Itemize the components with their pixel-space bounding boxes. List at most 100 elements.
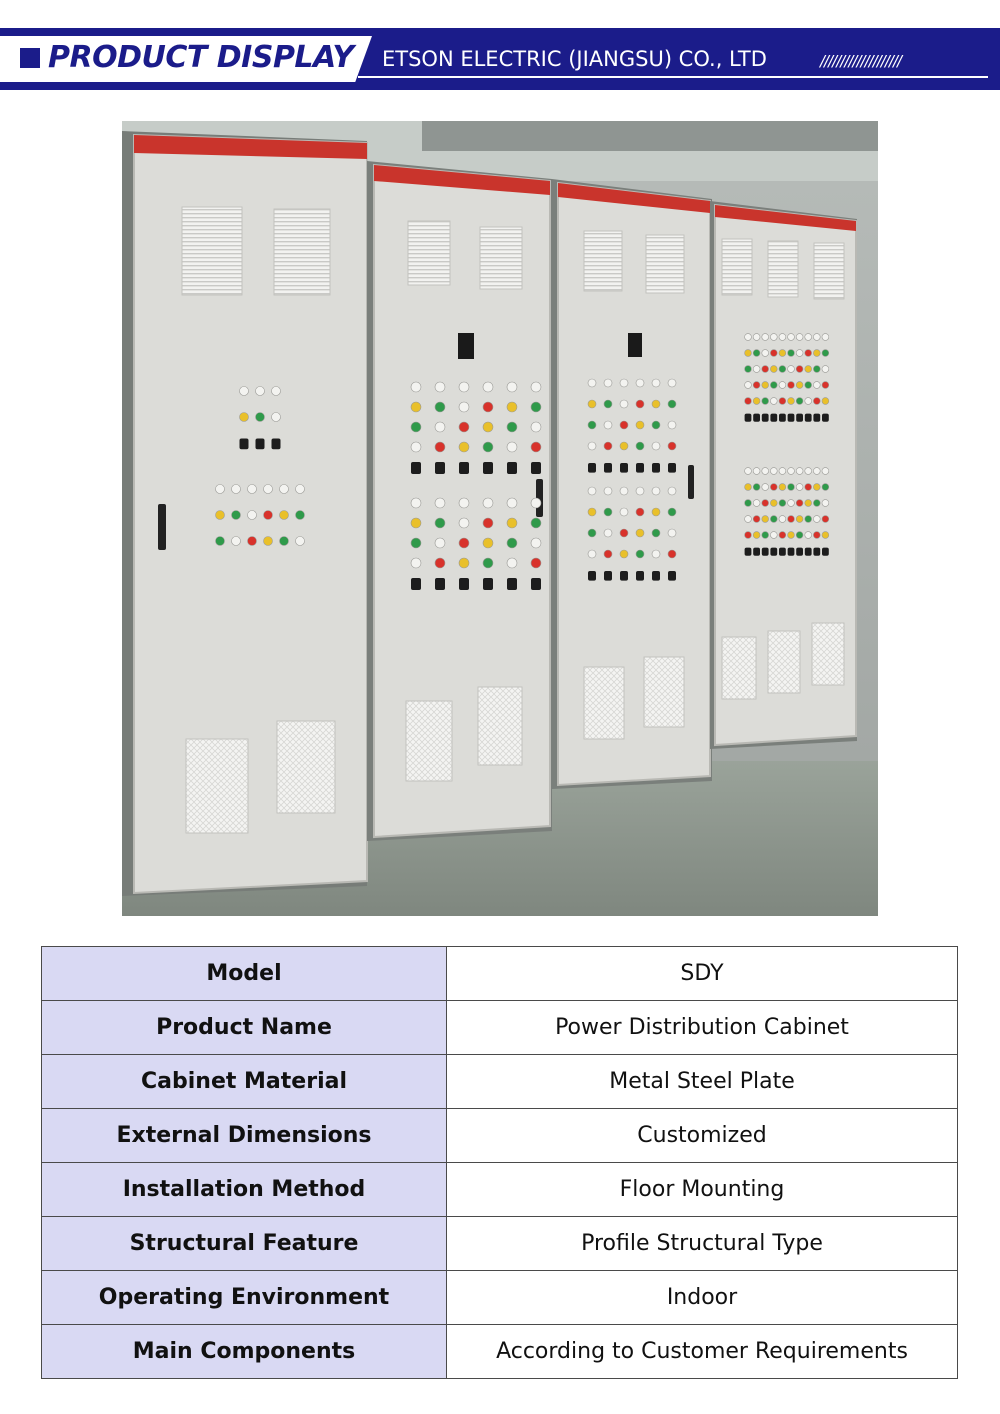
indicator-light bbox=[761, 397, 769, 405]
table-row: Installation Method Floor Mounting bbox=[41, 1162, 958, 1217]
indicator-lights bbox=[215, 386, 305, 546]
indicator-light bbox=[821, 365, 830, 373]
switch-knob bbox=[620, 571, 628, 581]
indicator-light bbox=[667, 441, 677, 451]
switch-knob bbox=[813, 547, 821, 556]
vent-grille bbox=[181, 206, 243, 296]
switch-knob bbox=[507, 578, 517, 590]
switch-knob bbox=[604, 571, 612, 581]
spec-key: Model bbox=[41, 946, 447, 1001]
indicator-light bbox=[587, 528, 597, 538]
indicator-light bbox=[778, 381, 787, 389]
switch-knob bbox=[255, 438, 265, 450]
indicator-light bbox=[804, 333, 812, 341]
switch-knob bbox=[459, 578, 469, 590]
indicator-light bbox=[506, 517, 518, 529]
indicator-light bbox=[770, 531, 778, 539]
indicator-light bbox=[821, 333, 830, 341]
vent-grille bbox=[767, 240, 799, 298]
indicator-light bbox=[506, 497, 518, 509]
switch-knob bbox=[753, 413, 760, 422]
indicator-light bbox=[795, 381, 804, 389]
indicator-light bbox=[813, 365, 821, 373]
spec-value: Indoor bbox=[446, 1270, 958, 1325]
switch-knob bbox=[620, 463, 628, 473]
indicator-light bbox=[667, 399, 677, 409]
indicator-light bbox=[434, 537, 446, 549]
indicator-light bbox=[231, 484, 241, 494]
table-row: Structural Feature Profile Structural Ty… bbox=[41, 1216, 958, 1271]
switch-knob bbox=[744, 547, 752, 556]
indicator-light bbox=[651, 441, 661, 451]
indicator-light bbox=[458, 497, 470, 509]
header-banner: PRODUCT DISPLAY ETSON ELECTRIC (JIANGSU)… bbox=[0, 28, 1000, 90]
indicator-light bbox=[434, 497, 446, 509]
indicator-light bbox=[770, 499, 778, 507]
meter-display bbox=[628, 333, 642, 357]
indicator-light bbox=[804, 349, 812, 357]
indicator-light bbox=[813, 333, 821, 341]
switch-knob bbox=[822, 547, 829, 556]
indicator-light bbox=[761, 531, 769, 539]
indicator-light bbox=[603, 420, 613, 430]
indicator-light bbox=[619, 528, 629, 538]
indicator-lights bbox=[410, 381, 542, 590]
indicator-light bbox=[651, 549, 661, 559]
indicator-light bbox=[530, 517, 542, 529]
spec-value: Power Distribution Cabinet bbox=[446, 1000, 958, 1055]
vent-grille bbox=[643, 656, 685, 728]
indicator-light bbox=[795, 365, 804, 373]
indicator-light bbox=[761, 333, 769, 341]
vent-grille bbox=[721, 636, 757, 700]
switch-knob bbox=[652, 463, 660, 473]
indicator-light bbox=[651, 420, 661, 430]
indicator-light bbox=[506, 441, 518, 453]
indicator-light bbox=[651, 378, 661, 388]
switch-knob bbox=[636, 571, 644, 581]
indicator-light bbox=[795, 531, 804, 539]
cabinet-red-header bbox=[374, 165, 550, 195]
indicator-light bbox=[770, 333, 778, 341]
indicator-light bbox=[530, 381, 542, 393]
banner-title-plate bbox=[0, 36, 372, 82]
indicator-light bbox=[804, 397, 812, 405]
indicator-light bbox=[458, 401, 470, 413]
indicator-light bbox=[821, 531, 830, 539]
indicator-light bbox=[770, 397, 778, 405]
indicator-light bbox=[619, 441, 629, 451]
indicator-light bbox=[247, 510, 257, 520]
switch-knob bbox=[588, 571, 596, 581]
indicator-light bbox=[813, 397, 821, 405]
switch-knob bbox=[796, 547, 803, 556]
indicator-light bbox=[804, 381, 812, 389]
indicator-light bbox=[813, 499, 821, 507]
indicator-light bbox=[752, 381, 761, 389]
indicator-light bbox=[271, 386, 281, 396]
indicator-light bbox=[761, 483, 769, 491]
cabinet-red-header bbox=[558, 183, 710, 213]
indicator-light bbox=[744, 397, 752, 405]
indicator-light bbox=[761, 365, 769, 373]
indicator-light bbox=[752, 499, 761, 507]
indicator-light bbox=[821, 515, 830, 523]
indicator-light bbox=[279, 484, 289, 494]
indicator-light bbox=[795, 397, 804, 405]
switch-knob bbox=[770, 547, 778, 556]
switch-knob bbox=[483, 462, 493, 474]
spec-key: Installation Method bbox=[41, 1162, 447, 1217]
indicator-light bbox=[587, 507, 597, 517]
indicator-light bbox=[752, 333, 761, 341]
indicator-light bbox=[587, 420, 597, 430]
switch-knob bbox=[411, 578, 421, 590]
indicator-light bbox=[667, 528, 677, 538]
switch-knob bbox=[813, 413, 821, 422]
spec-key: Structural Feature bbox=[41, 1216, 447, 1271]
spec-value: SDY bbox=[446, 946, 958, 1001]
spec-key: Operating Environment bbox=[41, 1270, 447, 1325]
indicator-light bbox=[247, 536, 257, 546]
company-name: ETSON ELECTRIC (JIANGSU) CO., LTD bbox=[382, 47, 767, 71]
indicator-light bbox=[813, 381, 821, 389]
indicator-light bbox=[744, 365, 752, 373]
indicator-light bbox=[752, 515, 761, 523]
table-row: Cabinet Material Metal Steel Plate bbox=[41, 1054, 958, 1109]
